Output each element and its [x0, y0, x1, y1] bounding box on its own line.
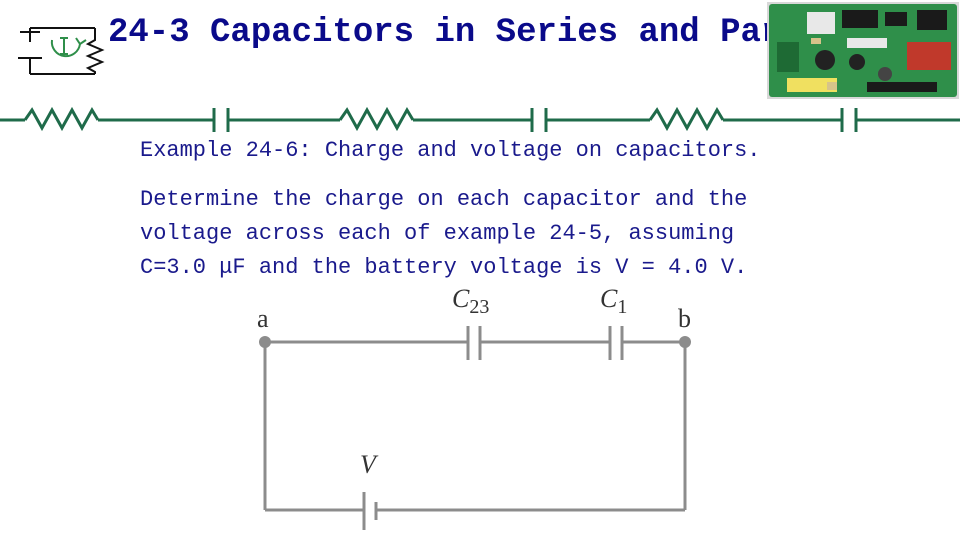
decorative-circuit-strip — [0, 106, 960, 132]
circuit-with-current-icon — [18, 27, 105, 75]
capacitor-symbol: C — [600, 284, 618, 313]
example-heading: Example 24-6: Charge and voltage on capa… — [140, 138, 761, 163]
circuit-diagram — [259, 326, 691, 530]
capacitor-subscript: 23 — [469, 296, 490, 318]
node-b-label: b — [678, 304, 691, 333]
capacitor-subscript: 1 — [617, 296, 628, 318]
capacitor-symbol: C — [452, 284, 470, 313]
slide-title: 24-3 Capacitors in Series and Parallel — [108, 14, 884, 52]
problem-statement: Determine the charge on each capacitor a… — [140, 183, 747, 285]
capacitor-c23-label: C23 — [452, 284, 489, 319]
problem-line: C=3.0 μF and the battery voltage is V = … — [140, 255, 748, 280]
capacitor-c1-label: C1 — [600, 284, 627, 319]
node-a-dot — [259, 336, 271, 348]
problem-line: Determine the charge on each capacitor a… — [140, 187, 748, 212]
problem-line: voltage across each of example 24-5, ass… — [140, 221, 735, 246]
battery-label: V — [360, 450, 376, 479]
node-a-label: a — [257, 304, 269, 333]
circuit-board-photo — [767, 2, 959, 99]
node-b-dot — [679, 336, 691, 348]
